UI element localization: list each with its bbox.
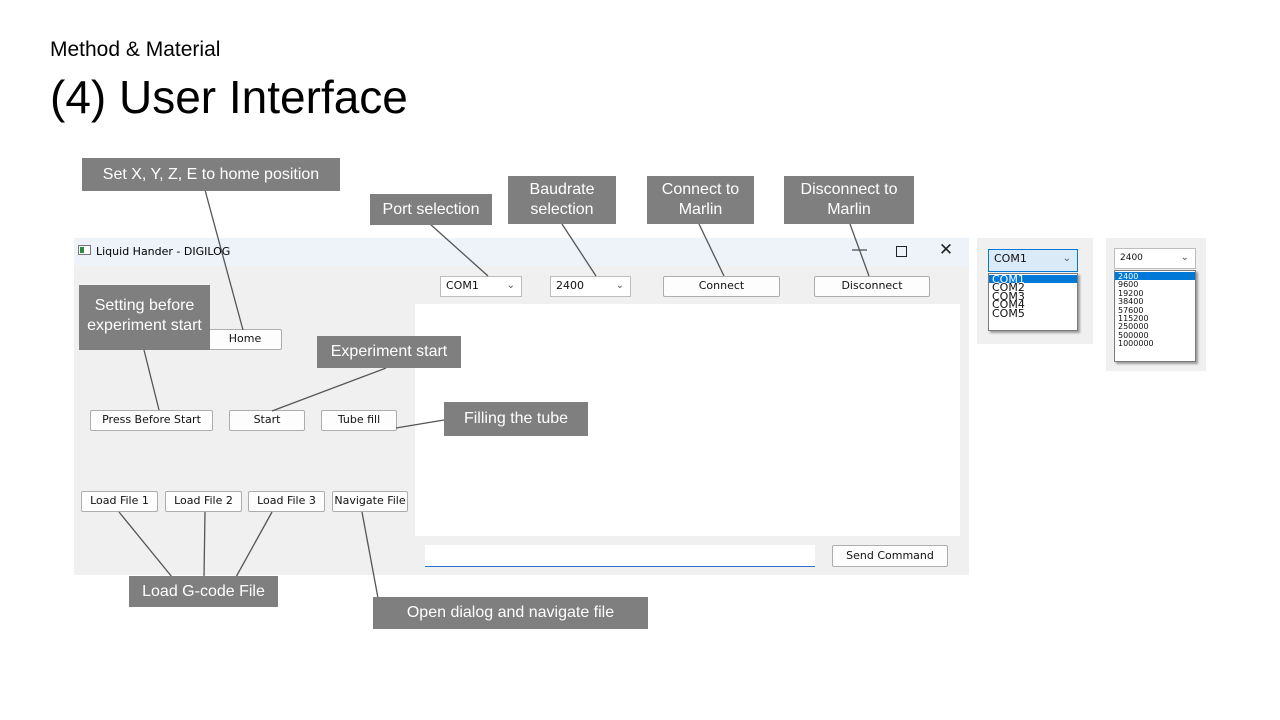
dropdown-option[interactable]: 19200 <box>1118 288 1144 298</box>
dropdown-option[interactable]: COM1 <box>989 274 1077 285</box>
callout-filling-tube: Filling the tube <box>444 402 588 436</box>
dropdown-option[interactable]: 57600 <box>1118 305 1144 315</box>
connector-load-1 <box>118 511 173 578</box>
dropdown-option[interactable]: 2400 <box>1115 272 1195 281</box>
start-button[interactable]: Start <box>229 410 305 431</box>
callout-port-selection: Port selection <box>370 194 492 225</box>
disconnect-button[interactable]: Disconnect <box>814 276 930 297</box>
tube-fill-button[interactable]: Tube fill <box>321 410 397 431</box>
window-title: Liquid Hander - DIGILOG <box>96 245 231 258</box>
home-button[interactable]: Home <box>208 329 282 350</box>
load-file-1-button[interactable]: Load File 1 <box>81 491 158 512</box>
send-command-button[interactable]: Send Command <box>832 545 948 567</box>
connect-button[interactable]: Connect <box>663 276 780 297</box>
callout-disconnect-line1: Disconnect to <box>800 181 898 198</box>
callout-open-dialog: Open dialog and navigate file <box>373 597 648 629</box>
load-file-2-button[interactable]: Load File 2 <box>165 491 242 512</box>
connector-start <box>271 367 387 412</box>
connector-setting <box>143 349 160 411</box>
slide-subtitle: Method & Material <box>50 38 221 61</box>
callout-experiment-start: Experiment start <box>317 336 461 368</box>
callout-setting: Setting before experiment start <box>79 285 210 350</box>
baud-select[interactable]: 2400 ⌄ <box>550 276 631 297</box>
dropdown-option[interactable]: 1000000 <box>1118 339 1154 349</box>
connector-disconnect <box>849 223 870 277</box>
baud-dropdown-combo[interactable]: 2400 ⌄ <box>1114 248 1196 269</box>
connector-load-3 <box>235 511 273 578</box>
connector-connect <box>698 223 725 277</box>
connector-port <box>429 223 489 277</box>
port-select-value: COM1 <box>446 279 479 292</box>
callout-disconnect-line2: Marlin <box>827 201 871 218</box>
command-input[interactable] <box>425 545 815 567</box>
callout-setting-line1: Setting before <box>94 297 195 314</box>
maximize-icon[interactable] <box>896 246 907 257</box>
connector-home <box>204 189 244 331</box>
navigate-file-button[interactable]: Navigate File <box>332 491 408 512</box>
dropdown-option[interactable]: 500000 <box>1118 330 1149 340</box>
dropdown-option[interactable]: 115200 <box>1118 313 1149 323</box>
callout-load-gcode: Load G-code File <box>129 576 278 607</box>
callout-connect: Connect to Marlin <box>647 176 754 224</box>
chevron-down-icon: ⌄ <box>615 280 624 291</box>
dropdown-option[interactable]: COM3 <box>992 289 1025 303</box>
callout-setting-line2: experiment start <box>87 317 202 334</box>
chevron-down-icon: ⌄ <box>1062 253 1071 264</box>
chevron-down-icon: ⌄ <box>506 280 515 291</box>
callout-baudrate-line1: Baudrate <box>529 181 595 198</box>
dropdown-option[interactable]: 9600 <box>1118 280 1139 290</box>
baud-dropdown-value: 2400 <box>1120 253 1143 263</box>
dropdown-option[interactable]: 250000 <box>1118 322 1149 332</box>
connector-load-2 <box>203 511 206 578</box>
callout-connect-line2: Marlin <box>678 201 723 218</box>
callout-disconnect: Disconnect to Marlin <box>784 176 914 224</box>
dropdown-option[interactable]: COM5 <box>992 306 1025 320</box>
connector-navigate <box>361 511 379 599</box>
title-bar: Liquid Hander - DIGILOG — ✕ <box>74 238 969 266</box>
dropdown-option[interactable]: COM4 <box>992 298 1025 312</box>
callout-home-position: Set X, Y, Z, E to home position <box>82 158 340 191</box>
load-file-3-button[interactable]: Load File 3 <box>248 491 325 512</box>
press-before-start-button[interactable]: Press Before Start <box>90 410 213 431</box>
callout-baudrate-line2: selection <box>530 201 594 218</box>
port-dropdown-value: COM1 <box>994 252 1027 265</box>
close-icon[interactable]: ✕ <box>938 240 954 259</box>
port-dropdown-combo[interactable]: COM1 ⌄ <box>988 249 1078 272</box>
connector-baud <box>561 223 597 277</box>
chevron-down-icon: ⌄ <box>1180 252 1189 263</box>
app-window-icon <box>78 245 91 255</box>
callout-connect-line1: Connect to <box>661 181 740 198</box>
callout-baudrate: Baudrate selection <box>508 176 616 224</box>
connector-tube-fill <box>395 419 445 429</box>
baud-select-value: 2400 <box>556 279 584 292</box>
dropdown-option[interactable]: COM2 <box>992 281 1025 295</box>
slide-title: (4) User Interface <box>50 71 408 123</box>
dropdown-option[interactable]: 38400 <box>1118 297 1144 307</box>
port-select[interactable]: COM1 ⌄ <box>440 276 522 297</box>
